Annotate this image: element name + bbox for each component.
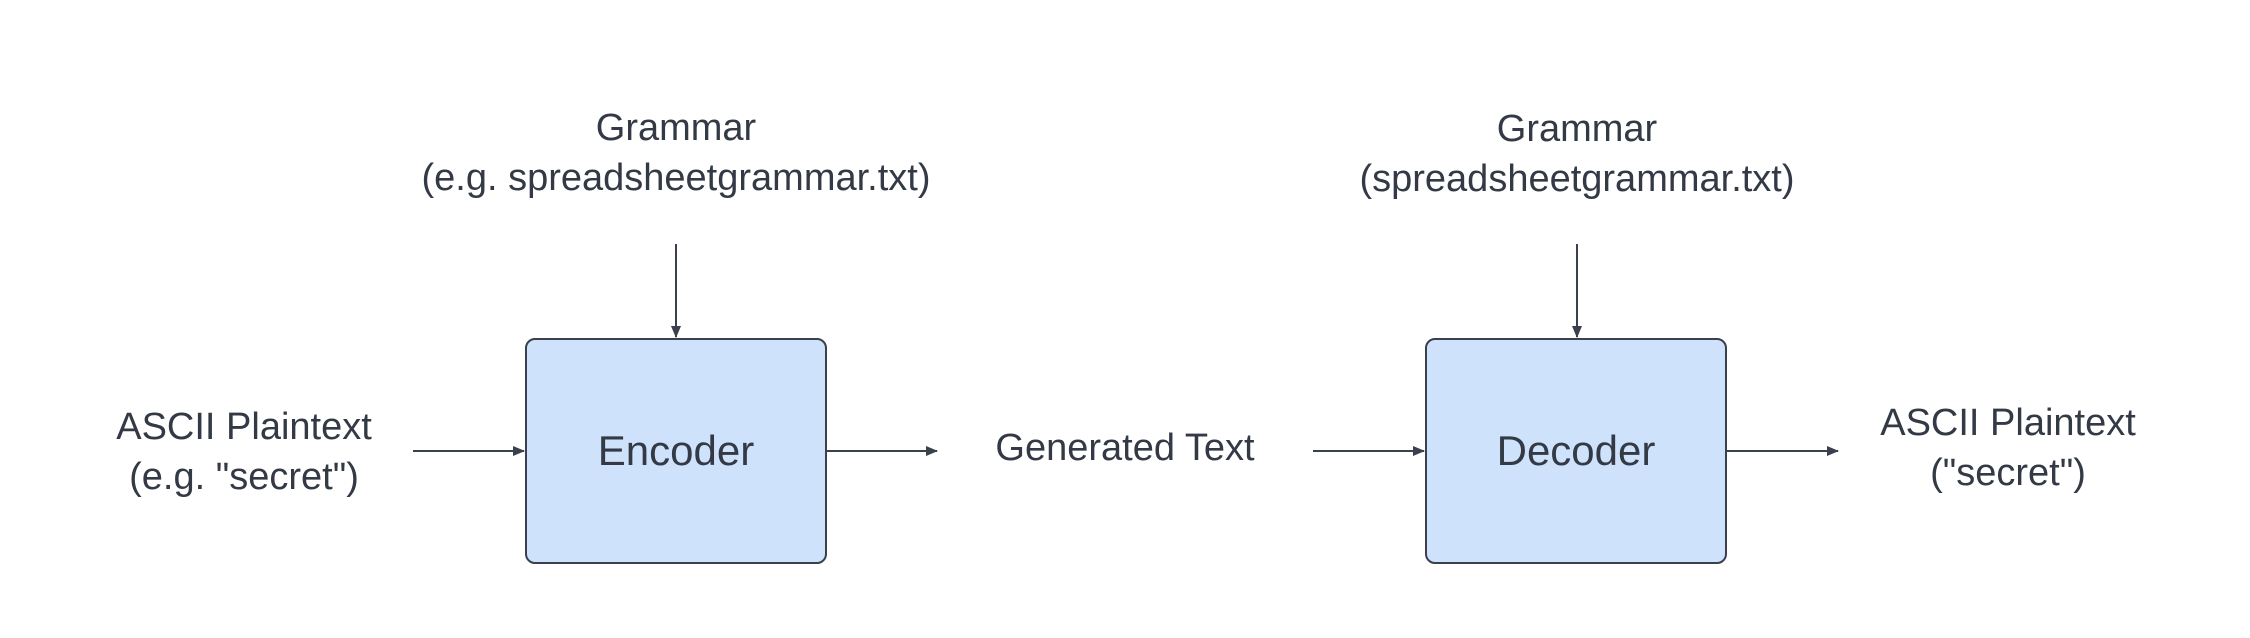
encoder-label: Encoder [597,427,755,474]
input-plaintext-title: ASCII Plaintext [116,406,372,448]
encoder-box: Encoder [525,338,827,564]
encoder-grammar-example: (e.g. spreadsheetgrammar.txt) [421,157,931,199]
generated-text-label: Generated Text [995,423,1254,473]
decoder-box: Decoder [1425,338,1727,564]
encoder-grammar-label: Grammar (e.g. spreadsheetgrammar.txt) [422,103,931,203]
encoder-grammar-title: Grammar [595,107,757,149]
decoder-grammar-example: (spreadsheetgrammar.txt) [1359,158,1795,200]
input-plaintext-label: ASCII Plaintext (e.g. "secret") [116,402,372,502]
output-plaintext-example: ("secret") [1930,452,2086,494]
output-plaintext-label: ASCII Plaintext ("secret") [1880,398,2136,498]
input-plaintext-example: (e.g. "secret") [129,456,359,498]
generated-text: Generated Text [995,427,1255,469]
decoder-grammar-label: Grammar (spreadsheetgrammar.txt) [1359,104,1794,204]
decoder-grammar-title: Grammar [1496,108,1658,150]
output-plaintext-title: ASCII Plaintext [1880,402,2136,444]
decoder-label: Decoder [1496,427,1656,474]
